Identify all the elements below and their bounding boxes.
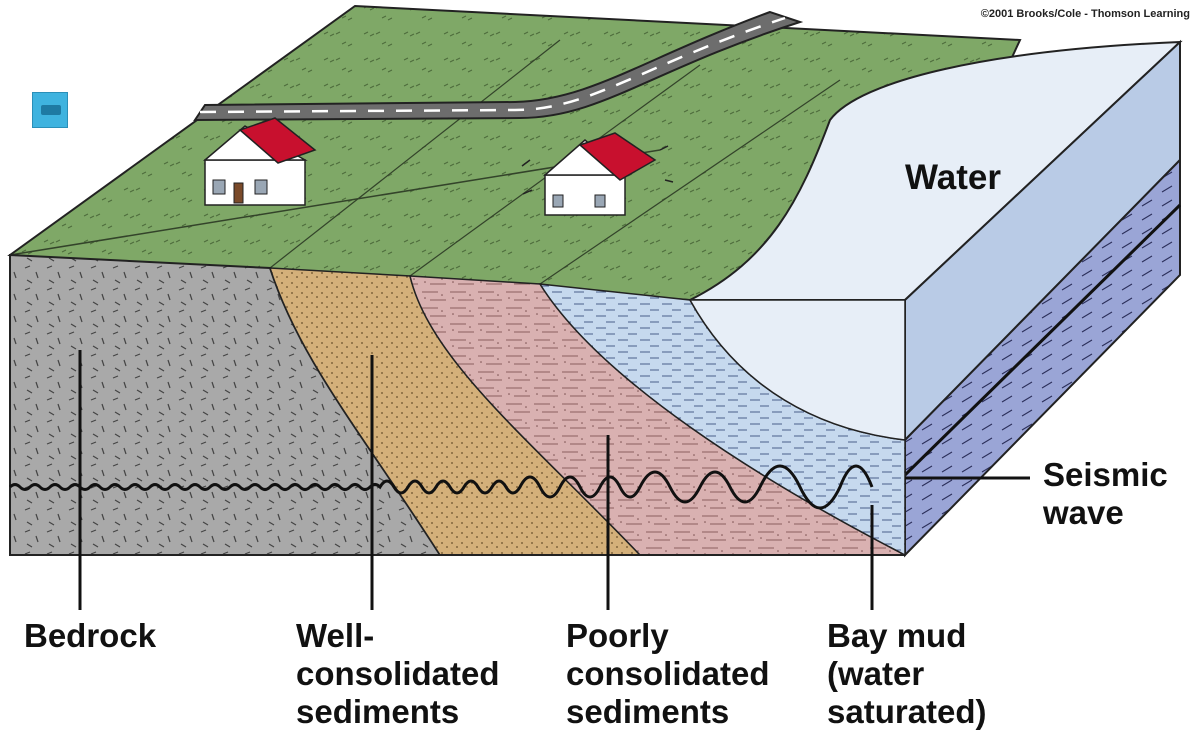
water-top [689,40,1183,301]
bay-mud-label: Bay mud (water saturated) [827,617,987,730]
well-consolidated-label: Well- consolidated sediments [296,617,500,730]
house-icon [202,117,317,206]
seismic-wave [8,464,874,510]
water-label: Water [905,158,1001,197]
damaged-house-icon [521,132,674,216]
bedrock-label: Bedrock [24,617,157,654]
seismic-wave-label: Seismic wave [1043,456,1168,531]
video-camera-icon[interactable] [32,92,68,128]
road [193,10,804,122]
copyright-notice: ©2001 Brooks/Cole - Thomson Learning [980,8,1190,20]
poorly-consolidated-label: Poorly consolidated sediments [566,617,770,730]
